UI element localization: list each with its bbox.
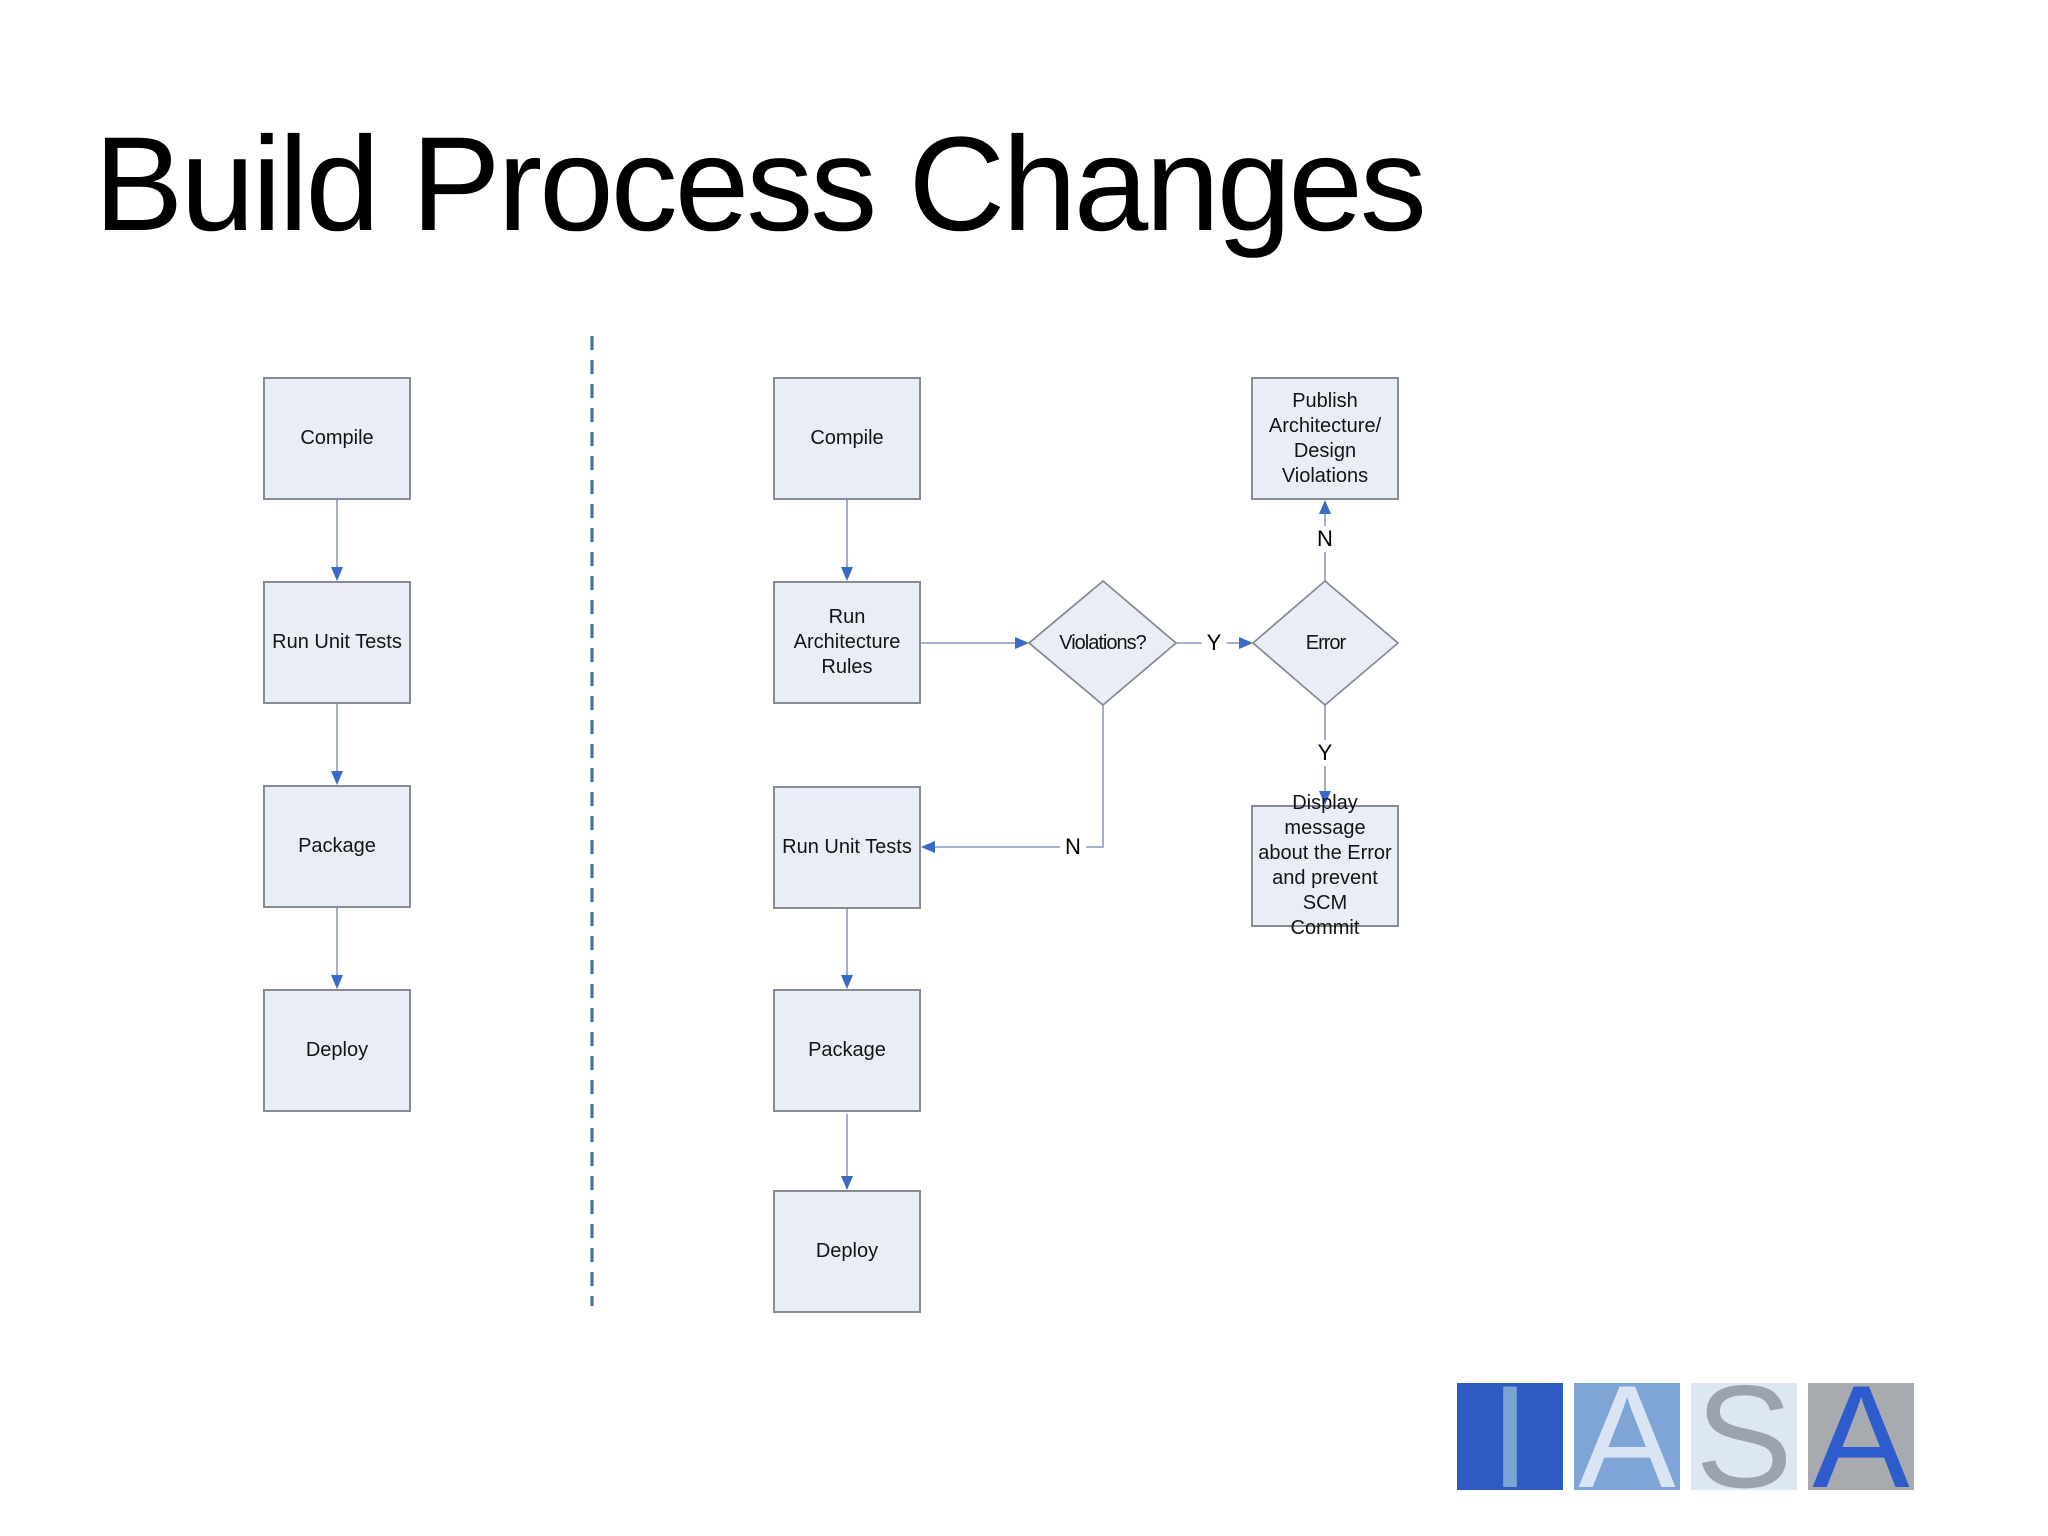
page-title: Build Process Changes (94, 110, 1427, 259)
arrowhead-right-icon (1239, 637, 1253, 649)
flow-box-label: Deploy (815, 1240, 879, 1262)
arrowhead-left-icon (921, 841, 935, 853)
flow-box-publish-violations: Publish Architecture/ Design Violations (1251, 377, 1399, 500)
flow-box-run-architecture-rules: Run Architecture Rules (773, 581, 921, 704)
arrowhead-down-icon (841, 567, 853, 581)
branch-label-violations-yes: Y (1201, 630, 1227, 656)
arrowhead-up-icon (1319, 500, 1331, 514)
branch-label-error-no: N (1312, 526, 1338, 552)
flow-box-new-deploy: Deploy (773, 1190, 921, 1313)
arrowhead-right-icon (1015, 637, 1029, 649)
logo-tile-i: I (1457, 1383, 1563, 1490)
flow-box-old-compile: Compile (263, 377, 411, 500)
iasa-logo: I A S A (1457, 1383, 1914, 1490)
branch-label-error-yes: Y (1312, 740, 1338, 766)
connector-violations-to-unittests (935, 705, 1104, 848)
flow-box-new-compile: Compile (773, 377, 921, 500)
logo-letter: S (1695, 1383, 1793, 1490)
violations-decision-label: Violations? (1059, 631, 1146, 654)
logo-tile-a1: A (1574, 1383, 1680, 1490)
flow-box-label: Publish Architecture/ Design Violations (1268, 389, 1382, 487)
flow-box-label: Display message about the Error and prev… (1258, 792, 1392, 939)
flow-box-label: Deploy (305, 1039, 369, 1061)
logo-letter: A (1812, 1383, 1910, 1490)
flow-box-old-run-unit-tests: Run Unit Tests (263, 581, 411, 704)
flow-box-label: Run Unit Tests (272, 631, 402, 653)
logo-letter: A (1578, 1383, 1676, 1490)
arrowheads (331, 500, 1331, 1190)
flow-box-label: Compile (300, 427, 374, 449)
branch-label-violations-no: N (1060, 834, 1086, 860)
logo-letter: I (1489, 1383, 1531, 1490)
flow-box-label: Compile (810, 427, 884, 449)
decision-diamonds (1027, 579, 1400, 707)
arrowhead-down-icon (1319, 791, 1331, 805)
error-diamond (1251, 579, 1400, 707)
flow-box-display-message: Display message about the Error and prev… (1251, 792, 1399, 939)
flow-box-new-package: Package (773, 989, 921, 1112)
flow-box-new-run-unit-tests: Run Unit Tests (773, 786, 921, 909)
flow-box-old-deploy: Deploy (263, 989, 411, 1112)
arrowhead-down-icon (331, 771, 343, 785)
flow-box-old-package: Package (263, 785, 411, 908)
arrowhead-down-icon (841, 975, 853, 989)
flow-box-label: Package (298, 835, 376, 857)
logo-tile-a2: A (1808, 1383, 1914, 1490)
flow-box-label: Run Architecture Rules (793, 606, 901, 678)
flow-box-label: Run Unit Tests (782, 836, 912, 858)
error-decision-label: Error (1305, 631, 1346, 654)
connector-lines (336, 500, 1326, 1176)
arrowhead-down-icon (331, 975, 343, 989)
arrowhead-down-icon (331, 567, 343, 581)
violations-diamond (1027, 579, 1178, 707)
flow-box-label: Package (808, 1039, 886, 1061)
logo-tile-s: S (1691, 1383, 1797, 1490)
arrowhead-down-icon (841, 1176, 853, 1190)
